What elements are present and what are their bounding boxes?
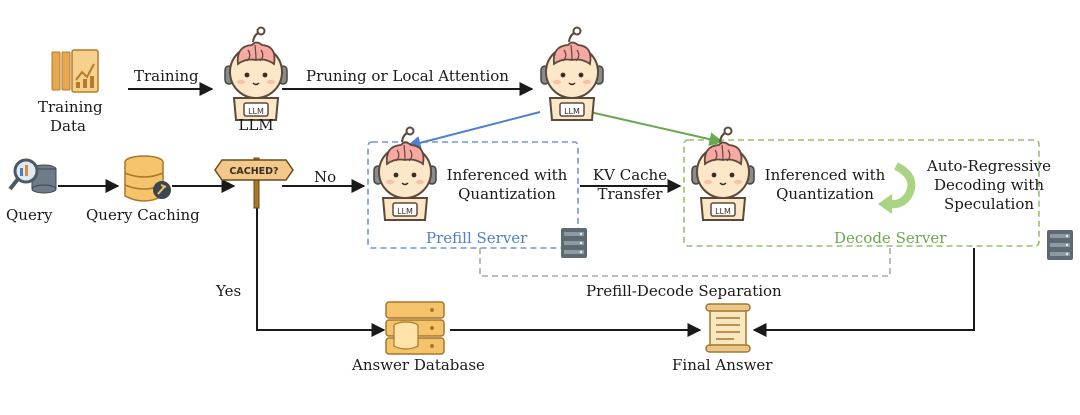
prefill-server-title: Prefill Server: [426, 229, 528, 247]
robot-badge-1: LLM: [248, 107, 264, 116]
prefill-server-rack-icon: [561, 228, 587, 258]
cached-sign-label: CACHED?: [229, 166, 278, 177]
decode-loop-text: Auto-Regressive Decoding with Speculatio…: [927, 157, 1051, 213]
query-label: Query: [6, 206, 53, 224]
query-caching-icon: [124, 155, 171, 202]
loop-arrowhead: [878, 194, 892, 214]
no-edge-label: No: [314, 168, 337, 186]
pruning-edge-label: Pruning or Local Attention: [306, 67, 509, 85]
decode-server-box: [683, 139, 1040, 247]
final-answer-icon: [705, 303, 751, 353]
decode-server-title: Decode Server: [834, 229, 947, 247]
green-model-arrow: [589, 111, 724, 147]
cached-sign-icon: [214, 157, 294, 209]
blue-model-arrow: [406, 111, 541, 150]
yes-edge-label: Yes: [216, 282, 242, 300]
robot-badge-3: LLM: [397, 207, 413, 216]
prefill-decode-separation-bracket: [479, 248, 891, 277]
answer-database-label: Answer Database: [352, 356, 485, 374]
training-data-icon: [51, 49, 99, 93]
yes-arrow: [256, 208, 386, 337]
decode-server-rack-icon: [1047, 230, 1073, 260]
answer-database-icon: [385, 301, 445, 355]
autoregressive-loop-icon: [887, 162, 916, 209]
training-edge-label: Training: [134, 67, 199, 85]
training-data-label: Training Data: [38, 98, 103, 135]
llm-label: LLM: [238, 116, 274, 134]
prefill-decode-separation-label: Prefill-Decode Separation: [586, 282, 782, 300]
final-answer-label: Final Answer: [672, 356, 773, 374]
query-caching-label: Query Caching: [86, 206, 200, 224]
prefill-server-box: [367, 141, 579, 249]
decode-robot-text: Inferenced with Quantization: [764, 166, 886, 203]
decode-to-answer-arrow: [752, 248, 975, 337]
query-icon: [8, 158, 57, 194]
kv-cache-edge-label: KV Cache Transfer: [592, 166, 668, 203]
robot-badge-4: LLM: [715, 207, 731, 216]
prefill-robot-text: Inferenced with Quantization: [446, 166, 568, 203]
robot-badge-2: LLM: [564, 107, 580, 116]
